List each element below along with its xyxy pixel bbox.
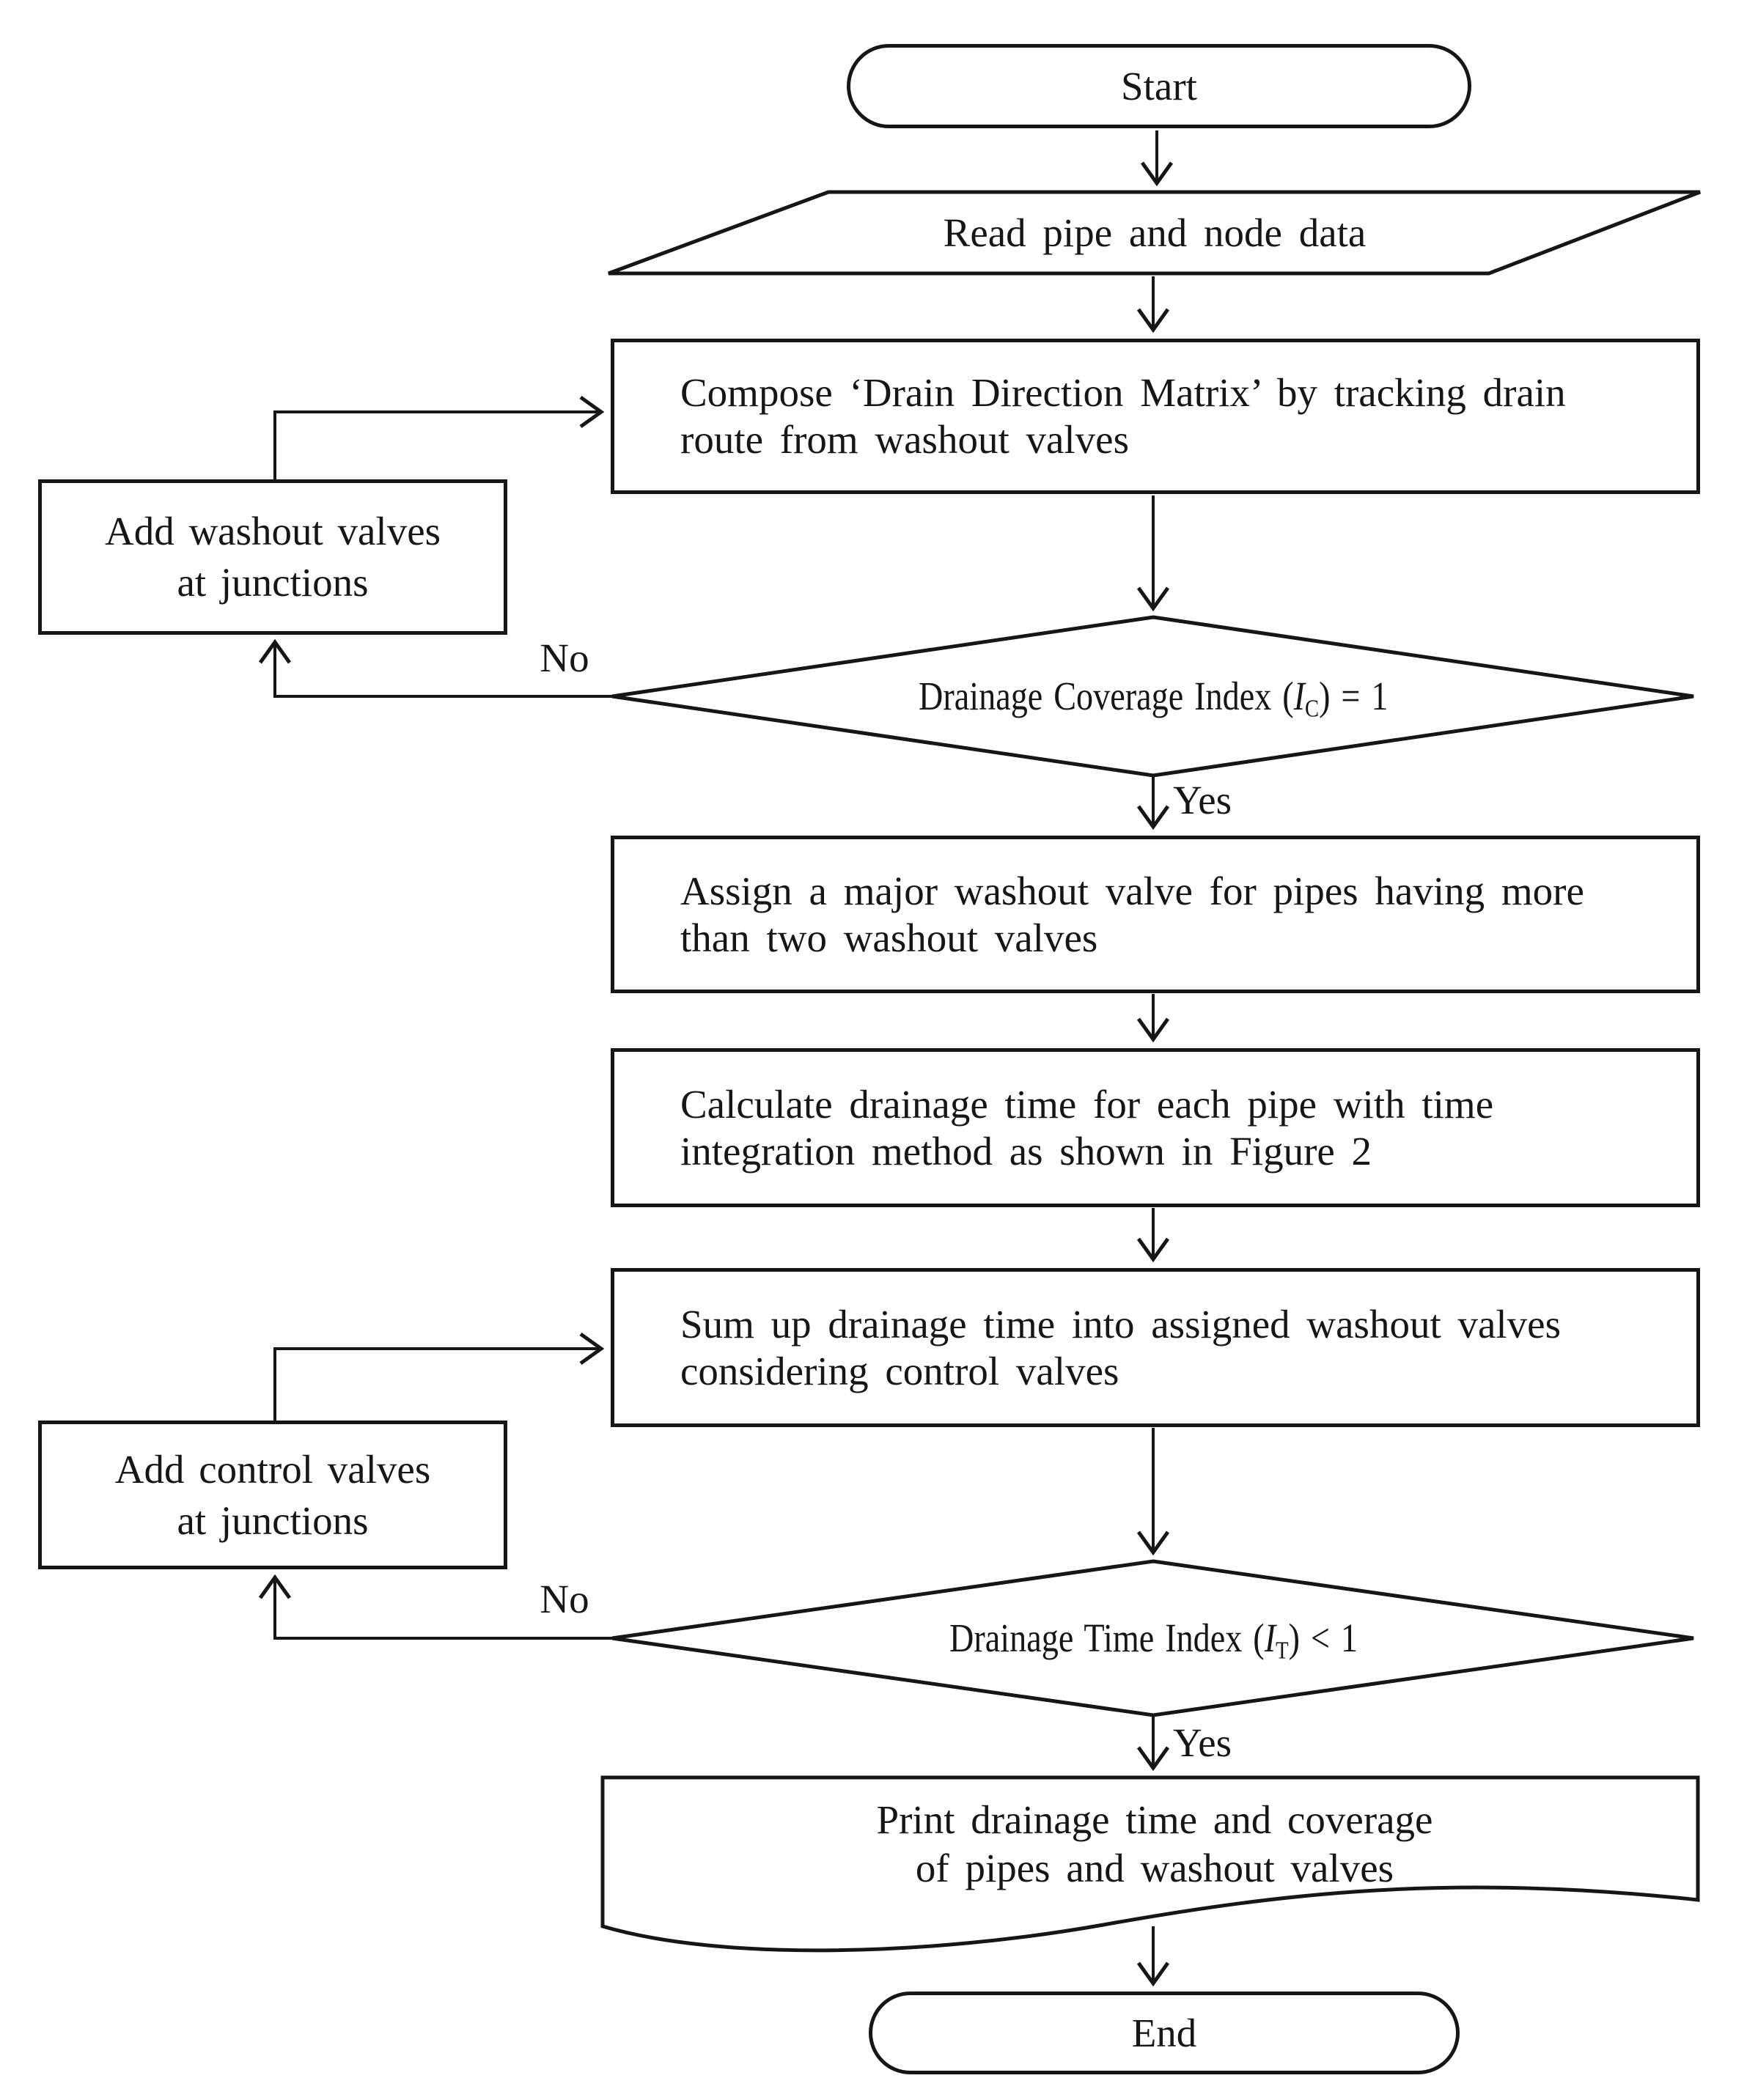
edge-add-control-to-sum [273, 1332, 605, 1421]
add-control-line2: at junctions [177, 1497, 369, 1543]
print-results-label: Print drainage time and coverage of pipe… [660, 1796, 1649, 1898]
sum-line1: Sum up drainage time into assigned washo… [680, 1301, 1562, 1346]
print-results-document-shape [600, 1775, 1700, 1953]
add-washout-valves-process: Add washout valves at junctions [38, 479, 507, 635]
add-control-line1: Add control valves [114, 1446, 431, 1492]
decision-time-no-label: No [540, 1577, 589, 1621]
decision-time-text-pre: Drainage Time Index ( [949, 1615, 1265, 1660]
end-terminator: End [869, 1992, 1460, 2074]
decision-time-text-post: ) < 1 [1288, 1615, 1358, 1660]
start-label: Start [1121, 64, 1197, 108]
decision-coverage-label: Drainage Coverage Index (IC) = 1 [623, 651, 1683, 742]
sum-drainage-time-process: Sum up drainage time into assigned washo… [611, 1268, 1700, 1427]
calculate-line1: Calculate drainage time for each pipe wi… [680, 1081, 1494, 1127]
assign-major-valve-process: Assign a major washout valve for pipes h… [611, 836, 1700, 993]
edge-decision-coverage-no-to-add-washout [258, 638, 612, 698]
decision-time-subscript: T [1275, 1637, 1289, 1665]
decision-time-label: Drainage Time Index (IT) < 1 [623, 1593, 1683, 1684]
edge-decision-time-no-to-add-control [258, 1574, 612, 1640]
add-washout-line2: at junctions [177, 560, 369, 605]
start-terminator: Start [847, 44, 1471, 128]
read-data-label: Read pipe and node data [943, 210, 1367, 255]
edge-add-washout-to-compose [273, 395, 605, 479]
calculate-line2: integration method as shown in Figure 2 [680, 1128, 1372, 1174]
decision-coverage-subscript: C [1304, 695, 1319, 723]
add-control-valves-process: Add control valves at junctions [38, 1421, 507, 1569]
add-washout-line1: Add washout valves [104, 509, 441, 553]
end-label: End [1131, 2011, 1197, 2055]
print-line2: of pipes and washout valves [915, 1846, 1394, 1890]
decision-coverage-text-pre: Drainage Coverage Index ( [918, 673, 1294, 718]
decision-coverage-text-post: ) = 1 [1318, 673, 1389, 718]
decision-coverage-variable: I [1293, 673, 1305, 718]
assign-major-line1: Assign a major washout valve for pipes h… [680, 868, 1584, 913]
decision-time-yes-label: Yes [1173, 1720, 1232, 1765]
compose-matrix-line1: Compose ‘Drain Direction Matrix’ by trac… [680, 370, 1566, 415]
calculate-drainage-time-process: Calculate drainage time for each pipe wi… [611, 1048, 1700, 1207]
compose-matrix-line2: route from washout valves [680, 417, 1129, 462]
compose-matrix-process: Compose ‘Drain Direction Matrix’ by trac… [611, 339, 1700, 494]
decision-coverage-no-label: No [540, 635, 589, 680]
decision-coverage-yes-label: Yes [1173, 778, 1232, 822]
decision-time-variable: I [1264, 1615, 1276, 1660]
sum-line2: considering control valves [680, 1348, 1119, 1393]
assign-major-line2: than two washout valves [680, 915, 1098, 960]
read-data-parallelogram [608, 190, 1701, 276]
print-line1: Print drainage time and coverage [876, 1797, 1433, 1842]
